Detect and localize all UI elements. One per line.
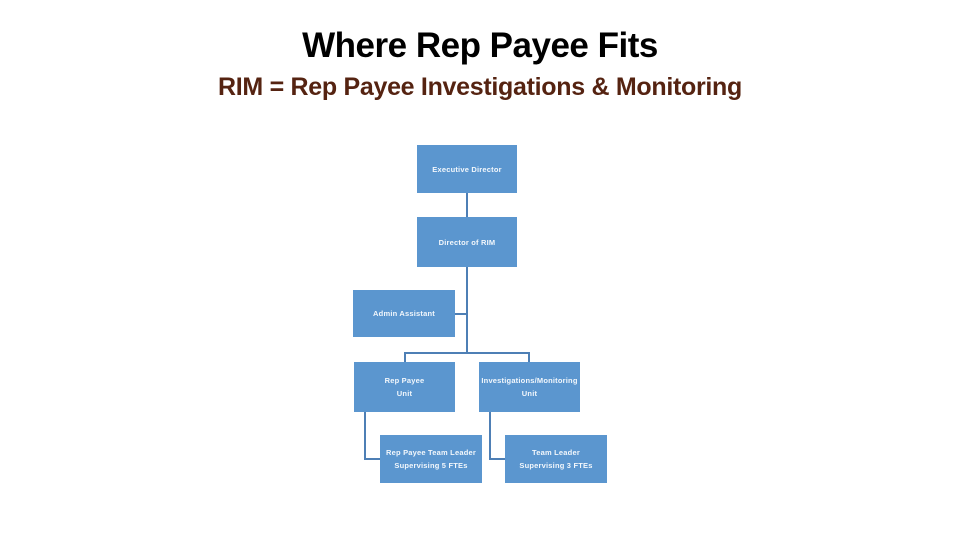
org-node-label: Director of RIM xyxy=(438,237,496,247)
org-node-label: Investigations/Monitoring xyxy=(481,376,578,385)
org-node-label: Rep Payee xyxy=(384,376,425,385)
org-node-label: Admin Assistant xyxy=(373,309,435,318)
org-connector xyxy=(466,193,468,217)
org-node-label: Unit xyxy=(521,389,538,398)
org-node-director-of-rim: Director of RIM xyxy=(417,217,517,267)
org-connector xyxy=(489,458,505,460)
org-node-label: Supervising 5 FTEs xyxy=(394,461,468,470)
org-connector xyxy=(466,267,468,353)
org-connector xyxy=(489,412,491,460)
org-connector xyxy=(364,458,380,460)
org-connector xyxy=(404,352,530,354)
org-connector xyxy=(528,352,530,362)
org-connector xyxy=(404,352,406,362)
org-node-label: Unit xyxy=(396,389,413,398)
org-node-label: Team Leader xyxy=(532,448,580,457)
org-node-label: Executive Director xyxy=(432,164,502,174)
org-node-label: Rep Payee Team Leader xyxy=(386,448,476,457)
org-node-label: Supervising 3 FTEs xyxy=(519,461,593,470)
org-node-admin-assistant: Admin Assistant xyxy=(353,290,455,337)
org-node-executive-director: Executive Director xyxy=(417,145,517,193)
slide-title: Where Rep Payee Fits xyxy=(302,26,658,65)
org-connector xyxy=(455,313,468,315)
slide-subtitle: RIM = Rep Payee Investigations & Monitor… xyxy=(218,73,742,101)
org-connector xyxy=(364,412,366,460)
